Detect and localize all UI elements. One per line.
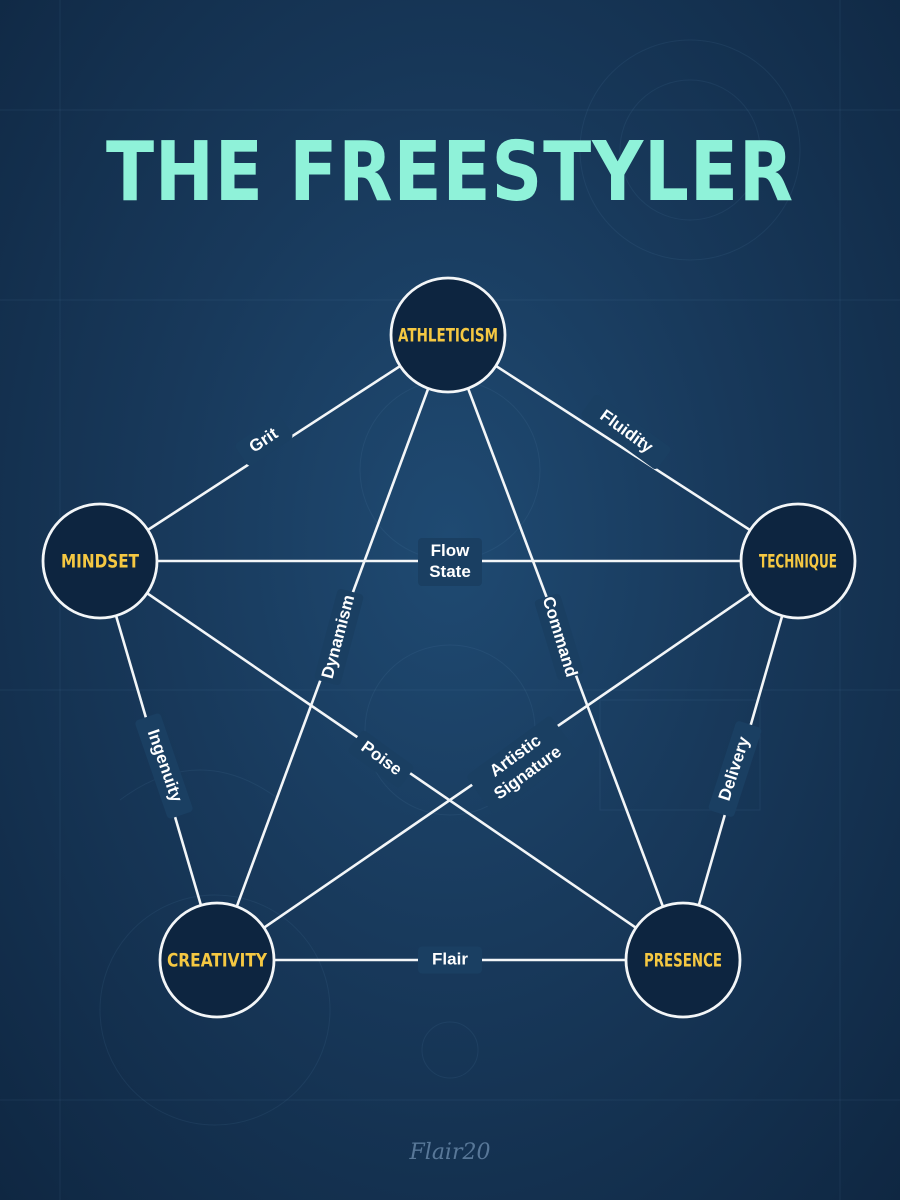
edge-label-athleticism-presence: Command bbox=[534, 593, 584, 681]
edge-label-background bbox=[135, 713, 193, 819]
edge-label-background bbox=[467, 716, 577, 814]
edge-label-background bbox=[581, 395, 671, 469]
edge-label-background bbox=[418, 538, 482, 586]
node-label-athleticism: ATHLETICISM bbox=[398, 325, 498, 347]
nodes-layer: ATHLETICISM MINDSET TECHNIQUE CREATIVITY PRE… bbox=[41, 276, 857, 1019]
node-circle bbox=[158, 901, 276, 1019]
edges-layer bbox=[98, 333, 800, 962]
edge-athleticism-technique bbox=[447, 333, 799, 563]
edge-label-background bbox=[534, 593, 584, 681]
edge-label-athleticism-creativity: Dynamism bbox=[314, 589, 364, 685]
node-circle bbox=[624, 901, 742, 1019]
edge-label-creativity-presence: Flair bbox=[418, 946, 482, 974]
edge-label-text: Flow bbox=[431, 541, 470, 560]
node-label-creativity: CREATIVITY bbox=[167, 950, 267, 972]
edge-label-athleticism-technique: Fluidity bbox=[581, 395, 671, 469]
edge-label-text: Flair bbox=[432, 949, 468, 968]
node-creativity: CREATIVITY bbox=[158, 901, 276, 1019]
node-label-technique: TECHNIQUE bbox=[759, 551, 837, 573]
edge-label-background bbox=[418, 946, 482, 974]
node-technique: TECHNIQUE bbox=[739, 502, 857, 620]
node-label-presence: PRESENCE bbox=[644, 950, 722, 972]
edge-label-technique-presence: Delivery bbox=[708, 721, 762, 817]
edge-label-background bbox=[708, 721, 762, 817]
node-label-mindset: MINDSET bbox=[61, 551, 139, 573]
node-circle bbox=[739, 502, 857, 620]
edge-label-mindset-presence: Poise bbox=[348, 730, 414, 788]
edge-label-background bbox=[348, 730, 414, 788]
edge-label-background bbox=[314, 589, 364, 685]
node-presence: PRESENCE bbox=[624, 901, 742, 1019]
node-mindset: MINDSET bbox=[41, 502, 159, 620]
edge-label-athleticism-mindset: Grit bbox=[235, 416, 293, 466]
signature-logo: Flair20 bbox=[409, 1140, 491, 1165]
page-title: THE FREESTYLER bbox=[105, 125, 795, 220]
edge-label-text: State bbox=[429, 562, 471, 581]
edge-label-mindset-creativity: Ingenuity bbox=[135, 713, 193, 819]
node-circle bbox=[389, 276, 507, 394]
node-circle bbox=[41, 502, 159, 620]
edge-label-background bbox=[235, 416, 293, 466]
node-athleticism: ATHLETICISM bbox=[389, 276, 507, 394]
